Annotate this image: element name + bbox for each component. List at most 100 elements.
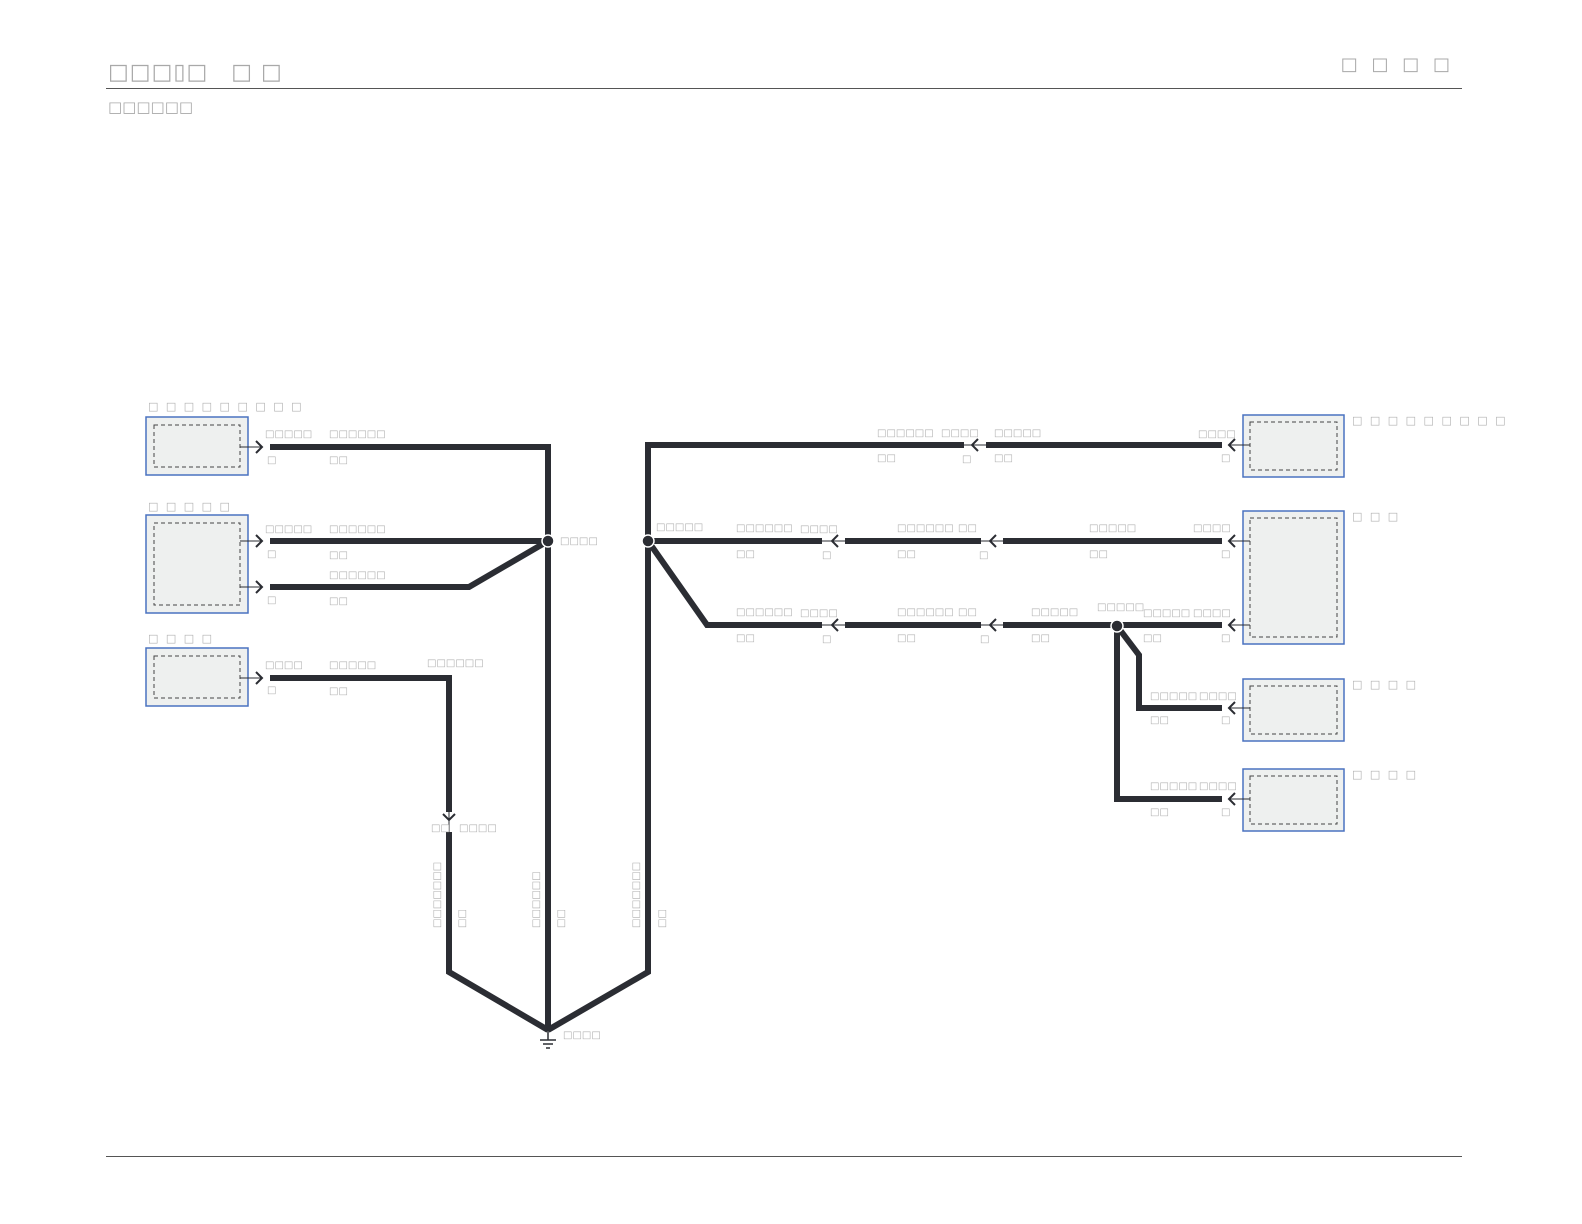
wire-label: □□□□ xyxy=(800,524,838,535)
wire-label: □ xyxy=(979,550,988,561)
wire-label: □□□□□□ xyxy=(329,524,386,535)
wire-label: □□□□ xyxy=(265,660,303,671)
component-label: □ □ □ □ □ xyxy=(148,500,232,513)
pin-arrows-right xyxy=(1227,438,1250,806)
wire-label: □□□□□ xyxy=(329,660,376,671)
component-label: □ □ □ xyxy=(1352,510,1400,523)
wire-label: □□ xyxy=(1089,549,1108,560)
wire-label: □□□□□□ xyxy=(897,523,954,534)
wire-label: □□ xyxy=(431,823,450,834)
wire-splice-c-to-c6[interactable] xyxy=(1114,624,1222,711)
wire-label: □□ xyxy=(457,909,468,928)
wire-label: □□□□□□□ xyxy=(631,862,642,928)
wire-label: □ xyxy=(1221,453,1230,464)
wire-label: □ xyxy=(1221,633,1230,644)
wire-label: □□□□□ xyxy=(994,428,1041,439)
wire-label: □□□□ xyxy=(1199,691,1237,702)
wire-label: □ xyxy=(267,685,276,696)
component-label: □ □ □ □ xyxy=(1352,678,1418,691)
wire-label: □□ xyxy=(877,453,896,464)
wire-label: □□ xyxy=(736,549,755,560)
wire-splice-b-to-ground[interactable] xyxy=(546,541,651,1033)
wire-label: □□□□ xyxy=(1198,429,1236,440)
wire-label: □□□□□ xyxy=(1097,602,1144,613)
component-c5[interactable]: □ □ □ xyxy=(1242,510,1400,645)
wire-splice-b-to-c5-b[interactable] xyxy=(645,539,822,628)
wire-label: □□□□ xyxy=(941,428,979,439)
component-c2[interactable]: □ □ □ □ □ xyxy=(145,500,249,614)
wire-label: □□□□□□ xyxy=(877,428,934,439)
wire-connector-to-ground[interactable] xyxy=(446,832,550,1033)
wire-c1-to-splice-a[interactable] xyxy=(270,444,551,541)
wire-label: □□□□□ xyxy=(1089,523,1136,534)
ground-icon xyxy=(540,1030,556,1049)
wire-label: □ xyxy=(962,454,971,465)
wire-label: □□□□□□ xyxy=(736,607,793,618)
wire-label: □ xyxy=(822,550,831,561)
wire-label: □□□□□ xyxy=(1150,781,1197,792)
wire-label: □□ xyxy=(897,549,916,560)
component-c3[interactable]: □ □ □ □ xyxy=(145,632,249,707)
component-label: □ □ □ □ □ □ □ □ □ xyxy=(148,400,304,413)
wire-label: □□ xyxy=(657,909,668,928)
page-title: □□□▯□ □ □ xyxy=(108,60,283,85)
splice-b[interactable] xyxy=(641,534,655,548)
wire-splice-c-to-c7[interactable] xyxy=(1114,626,1222,802)
wire-label: □ xyxy=(1221,549,1230,560)
component-label: □ □ □ □ xyxy=(1352,768,1418,781)
wire-label: □□ xyxy=(329,596,348,607)
component-c6[interactable]: □ □ □ □ xyxy=(1242,678,1418,742)
pin-arrows-left xyxy=(240,440,264,685)
wire-c3-to-connector[interactable] xyxy=(270,675,452,812)
wire-label: □□□□□ xyxy=(1031,607,1078,618)
wire-label: □□□□□ xyxy=(265,524,312,535)
component-label: □ □ □ □ □ □ □ □ □ xyxy=(1352,414,1508,427)
wire-label: □ xyxy=(1221,807,1230,818)
wire-label: □□ xyxy=(958,523,977,534)
wire-label: □□ xyxy=(958,607,977,618)
wire-label: □□□□□□ xyxy=(531,871,542,928)
wire-label: □□ xyxy=(556,909,567,928)
wire-c2b-to-splice-a[interactable] xyxy=(270,538,550,590)
wire-label: □□□□ xyxy=(800,608,838,619)
wire-label: □□□□□□ xyxy=(329,570,386,581)
wire-label: □□□□□ xyxy=(265,429,312,440)
splice-a[interactable] xyxy=(541,534,555,548)
component-c1[interactable]: □ □ □ □ □ □ □ □ □ xyxy=(145,400,304,476)
wire-label: □□ xyxy=(994,453,1013,464)
wire-labels: □□□□□ □□□□□□ □□ □ □□□□□ □□□□□□ □□ □ □□□□… xyxy=(265,428,1237,1041)
wire-label: □□□□ xyxy=(1193,608,1231,619)
page-code: □ □ □ □ xyxy=(1340,54,1454,75)
wire-label: □ xyxy=(822,634,831,645)
wire-label: □ xyxy=(1221,715,1230,726)
wire-label: □□□□□□□ xyxy=(432,862,443,928)
header-rule xyxy=(106,88,1462,89)
wire-label: □□□□ xyxy=(459,823,497,834)
wire-label: □□□□□ xyxy=(1143,608,1190,619)
footer-rule xyxy=(106,1156,1462,1157)
wire-label: □□□□□ xyxy=(656,522,703,533)
wire-splice-b-to-c4-a[interactable] xyxy=(645,442,964,541)
component-c7[interactable]: □ □ □ □ xyxy=(1242,768,1418,832)
wire-label: □□□□ xyxy=(1193,523,1231,534)
splice-c[interactable] xyxy=(1110,619,1124,633)
wire-label: □□□□□□ xyxy=(736,523,793,534)
wire-label: □□ xyxy=(736,633,755,644)
wire-label: □□ xyxy=(329,686,348,697)
wire-label: □□□□ xyxy=(560,536,598,547)
wire-label: □ xyxy=(267,549,276,560)
page-subtitle: □□□□□□ xyxy=(108,98,194,116)
wire-label: □□□□ xyxy=(1199,781,1237,792)
wire-label: □ xyxy=(267,595,276,606)
wire-label: □ xyxy=(980,634,989,645)
wire-label: □□ xyxy=(1150,807,1169,818)
wire-label: □□□□□ xyxy=(1150,691,1197,702)
wire-label: □□ xyxy=(1031,633,1050,644)
wire-label: □□□□□□ xyxy=(427,658,484,669)
wire-label: □□□□□□ xyxy=(329,429,386,440)
wire-label: □□□□□□ xyxy=(897,607,954,618)
component-c4[interactable]: □ □ □ □ □ □ □ □ □ xyxy=(1242,414,1508,478)
wire-label: □□ xyxy=(1143,633,1162,644)
inline-connectors xyxy=(442,438,1003,832)
